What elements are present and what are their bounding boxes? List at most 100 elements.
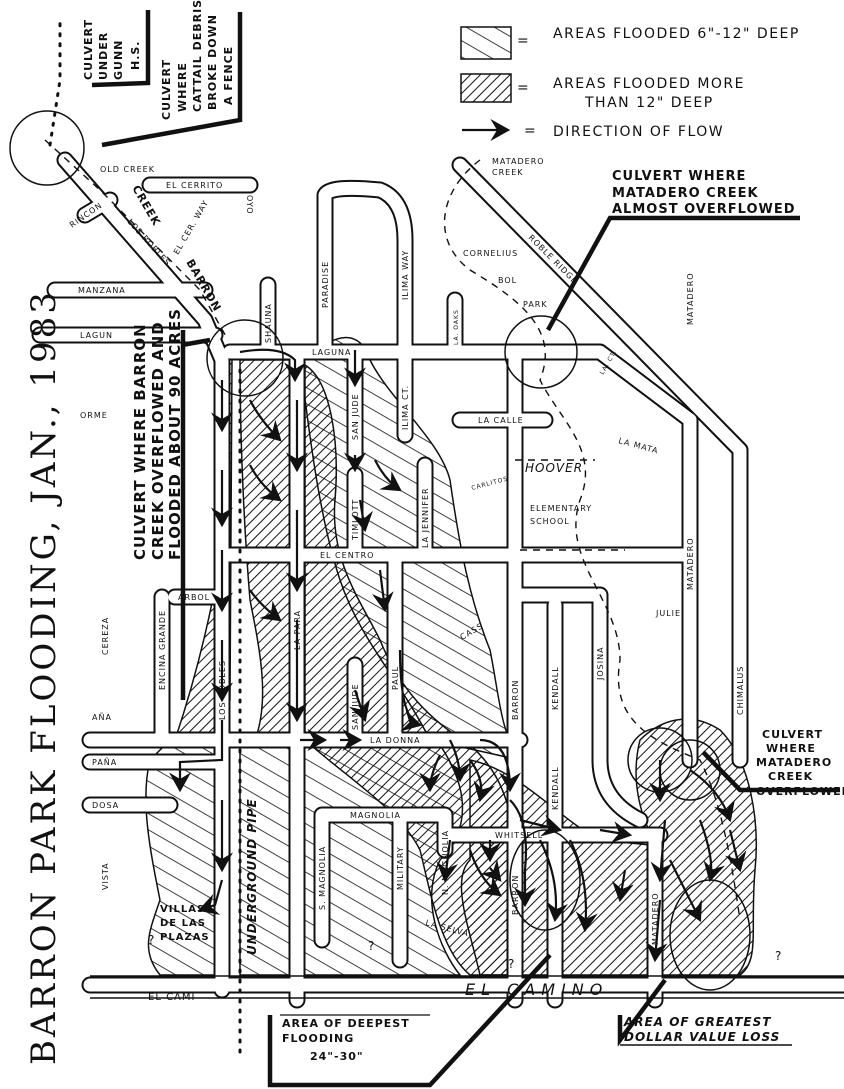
legend-light-label: AREAS FLOODED 6"-12" DEEP	[553, 26, 800, 42]
barron-creek-line	[44, 139, 229, 341]
callout-matadero-overflow: CULVERT WHERE MATADERO CREEK OVERFLOWED	[756, 728, 844, 798]
street-label: LA. OAKS	[453, 309, 460, 345]
callout-line: CULVERT WHERE BARRON	[131, 323, 149, 560]
street-label: LA JENNIFER	[421, 487, 430, 548]
school-label: ELEMENTARY	[530, 504, 592, 513]
legend: = AREAS FLOODED 6"-12" DEEP = AREAS FLOO…	[460, 26, 800, 141]
street-label: MATADERO	[686, 272, 695, 325]
street-label: EL CENTRO	[320, 551, 374, 560]
street-label: LA CALLE	[478, 416, 524, 425]
street-label: KENDALL	[551, 766, 560, 810]
callout-gunn: CULVERT UNDER GUNN H.S.	[82, 19, 142, 80]
street-label: LA DONNA	[370, 736, 421, 745]
legend-equals-2: =	[517, 80, 530, 96]
villas-label: DE LAS	[160, 918, 206, 929]
street-label: LA MATA	[617, 436, 659, 455]
school-label: HOOVER	[525, 461, 583, 475]
street-label: WHITSELL	[495, 831, 543, 840]
street-label: VISTA	[101, 862, 110, 890]
flood-areas	[145, 336, 757, 976]
legend-heavy-label-1: AREAS FLOODED MORE	[553, 76, 745, 92]
dollar-loss-ellipse	[669, 879, 751, 991]
matadero-creek-label: MATADERO	[492, 157, 545, 166]
callout-line: CULVERT	[762, 728, 823, 741]
matadero-almost-circle	[504, 315, 578, 389]
street-label: CARLITOS	[471, 475, 509, 492]
street-label: EL CER. WAY	[172, 198, 210, 256]
callout-line: DOLLAR VALUE LOSS	[624, 1030, 780, 1044]
unknown-marker: ?	[775, 949, 782, 963]
callout-line: FLOODING	[282, 1032, 354, 1045]
park-label: PARK	[523, 300, 548, 309]
street-label: BARRON	[511, 680, 520, 720]
callout-line: WHERE	[766, 742, 816, 755]
street-label: TIMLOTT	[351, 499, 360, 541]
street-label: CEREZA	[101, 617, 110, 655]
street-label: ARBOL	[178, 593, 210, 602]
underground-pipe-label: UNDERGROUND PIPE	[245, 798, 259, 955]
unknown-marker: ?	[148, 933, 155, 947]
street-label: JULIE	[655, 609, 681, 618]
callout-line: AREA OF GREATEST	[623, 1015, 771, 1029]
gunn-culvert-line	[48, 18, 62, 147]
street-label: MATADERO	[686, 537, 695, 590]
callout-cattail-line: BROKE DOWN	[206, 14, 219, 110]
street-label: MANZANA	[78, 286, 126, 295]
callout-barron-overflow: CULVERT WHERE BARRON CREEK OVERFLOWED AN…	[131, 308, 184, 560]
unknown-marker: ?	[508, 957, 515, 971]
callout-cattail-line: A FENCE	[222, 46, 235, 105]
matadero-overflow-circle	[627, 727, 693, 793]
street-label: S. MAGNOLIA	[318, 846, 327, 910]
callout-gunn-line: GUNN	[112, 40, 125, 80]
street-label: BARRON	[511, 875, 520, 915]
callout-cattail-line: CATTAIL DEBRIS	[191, 0, 204, 112]
street-label: PAÑA	[92, 757, 117, 767]
street-label: N. MAGNOLIA	[441, 830, 450, 895]
street-label: ILIMA CT.	[401, 385, 410, 430]
street-label: LA PARA	[293, 610, 302, 650]
street-label: ROBLE RIDGE	[527, 233, 580, 286]
street-label: SHAUNA	[264, 303, 273, 343]
deepest-flood-ellipse	[509, 829, 581, 931]
matadero-creek-label: CREEK	[492, 168, 524, 177]
legend-heavy-label-2: THAN 12" DEEP	[584, 95, 714, 111]
park-label: CORNELIUS	[463, 249, 518, 258]
callout-line: MATADERO CREEK	[612, 186, 759, 201]
barron-culvert-circle	[206, 319, 284, 397]
street-label: MATADERO	[651, 892, 660, 945]
street-label: SAN JUDE	[351, 393, 360, 440]
legend-flow-label: DIRECTION OF FLOW	[553, 124, 724, 140]
street-label: ENCINA GRANDE	[158, 610, 167, 690]
callout-line: ALMOST OVERFLOWED	[612, 202, 796, 217]
legend-swatch-heavy	[460, 73, 512, 103]
callout-gunn-line: H.S.	[129, 41, 142, 71]
park-label: BOL	[498, 276, 517, 285]
legend-swatch-light	[460, 26, 512, 60]
street-label: SAN JUDE	[351, 683, 360, 730]
street-label: MAGNOLIA	[350, 811, 401, 820]
street-label: ILIMA WAY	[401, 250, 410, 300]
callout-gunn-line: UNDER	[97, 32, 110, 80]
school-label: SCHOOL	[530, 517, 570, 526]
street-label: EL CAMI	[148, 992, 195, 1003]
street-label: ORME	[80, 411, 108, 420]
matadero-creek-line	[443, 159, 741, 921]
callout-line: FLOODED ABOUT 90 ACRES	[166, 308, 184, 560]
callout-line: CULVERT WHERE	[612, 169, 746, 184]
map-title: BARRON PARK FLOODING, JAN., 1983	[24, 289, 64, 1065]
unknown-marker: ?	[368, 939, 375, 953]
street-label: EL CERRITO	[166, 181, 223, 190]
callout-cattail: CULVERT WHERE CATTAIL DEBRIS BROKE DOWN …	[160, 0, 235, 120]
street-label: MILITARY	[396, 846, 405, 890]
legend-equals-3: =	[524, 123, 537, 139]
legend-equals-1: =	[517, 33, 530, 49]
street-label: LAGUNA	[312, 348, 351, 357]
street-label: PAUL	[391, 666, 400, 690]
old-creek-label: OLD CREEK	[100, 165, 155, 174]
callout-line: MATADERO	[756, 756, 832, 769]
leader-lines	[91, 10, 840, 1088]
street-label: PARADISE	[321, 261, 330, 308]
street-label: JOSINA	[596, 646, 605, 681]
callout-gunn-line: CULVERT	[82, 19, 95, 80]
